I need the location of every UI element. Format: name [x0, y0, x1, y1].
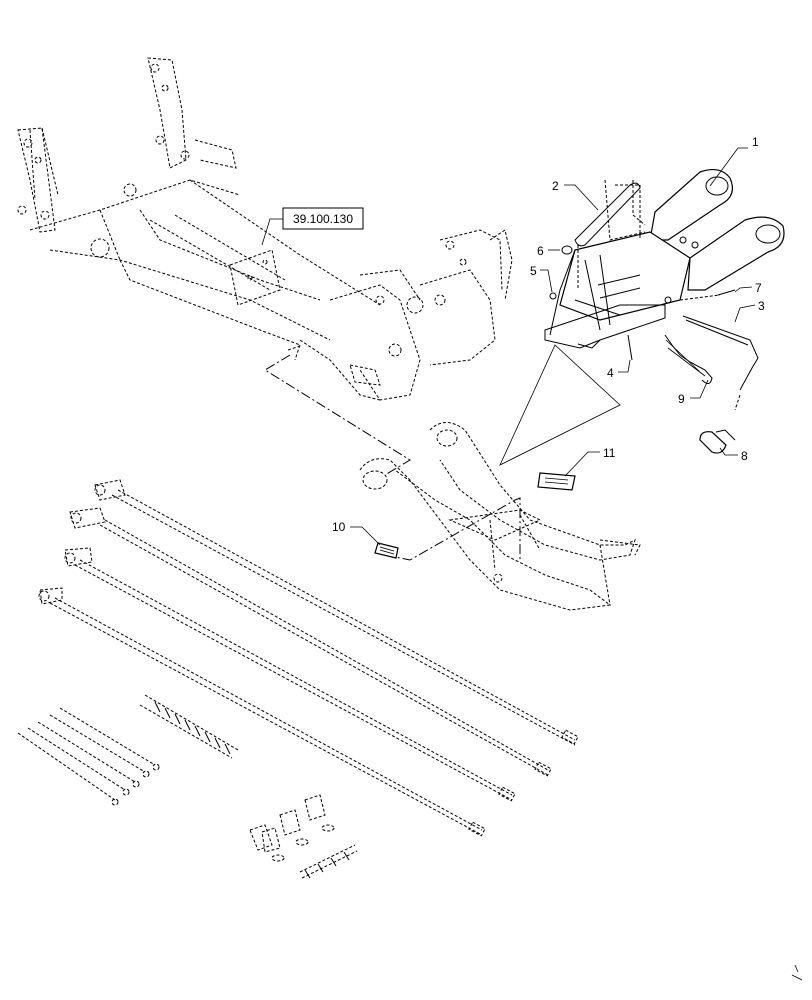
callout-1-label: 1 [752, 135, 759, 149]
tube-set [17, 707, 160, 806]
decal-11 [537, 472, 576, 491]
callout-8[interactable]: 8 [719, 447, 748, 463]
callout-6-label: 6 [537, 244, 544, 258]
callout-7[interactable]: 7 [734, 281, 762, 295]
callout-2[interactable]: 2 [552, 179, 599, 211]
callout-4[interactable]: 4 [607, 359, 631, 380]
callout-3[interactable]: 3 [734, 299, 765, 323]
callout-9[interactable]: 9 [678, 379, 709, 406]
zoom-triangle [499, 344, 621, 466]
fittings-and-clips [249, 794, 358, 879]
decal-10 [374, 542, 399, 559]
callout-5[interactable]: 5 [530, 264, 553, 293]
callout-1[interactable]: 1 [709, 135, 759, 187]
spiral-wrap [139, 694, 239, 759]
callout-8-label: 8 [741, 449, 748, 463]
callout-10-label: 10 [332, 520, 346, 534]
hitch-assembly-detail [544, 168, 785, 454]
callout-5-label: 5 [530, 264, 537, 278]
callout-10[interactable]: 10 [332, 520, 381, 546]
reference-box[interactable]: 39.100.130 [282, 207, 364, 230]
callout-6[interactable]: 6 [537, 244, 560, 258]
corner-mark [791, 964, 803, 981]
callout-11[interactable]: 11 [564, 446, 616, 477]
connector-chain-line [264, 354, 521, 561]
callout-7-label: 7 [755, 281, 762, 295]
callout-2-label: 2 [552, 179, 559, 193]
reference-leader [261, 218, 283, 246]
callout-9-label: 9 [678, 392, 685, 406]
hydraulic-hoses [38, 479, 579, 837]
main-frame-outline [17, 57, 513, 401]
loader-arms [359, 422, 641, 611]
reference-box-label: 39.100.130 [293, 212, 353, 226]
callout-3-label: 3 [758, 299, 765, 313]
callout-11-label: 11 [603, 446, 616, 460]
callout-4-label: 4 [607, 366, 614, 380]
